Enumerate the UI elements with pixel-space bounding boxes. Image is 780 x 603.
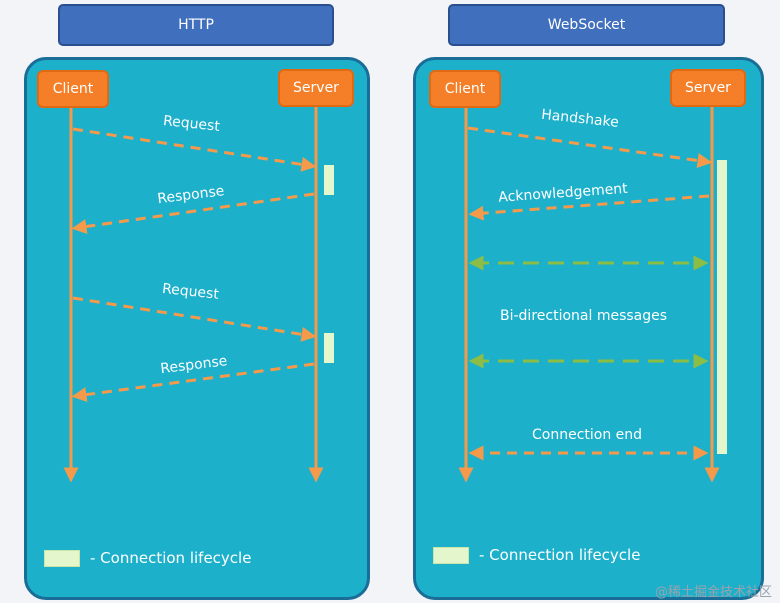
http-client-box: Client <box>37 70 109 108</box>
http-lifecycle-bar-1 <box>324 165 334 195</box>
ws-legend: - Connection lifecycle <box>433 546 640 564</box>
lifecycle-swatch <box>433 546 469 564</box>
ws-handshake-arrow <box>467 126 713 168</box>
ws-acknowledgement-arrow <box>468 194 710 221</box>
http-legend: - Connection lifecycle <box>44 549 251 567</box>
watermark: @稀土掘金技术社区 <box>654 585 772 600</box>
http-lifecycle-bar-2 <box>324 333 334 363</box>
ws-handshake-label: Handshake <box>540 107 619 131</box>
http-legend-text: - Connection lifecycle <box>90 549 252 567</box>
ws-bidirectional-label: Bi-directional messages <box>500 308 667 324</box>
http-request-arrow-2 <box>72 296 317 342</box>
ws-legend-text: - Connection lifecycle <box>479 546 641 564</box>
websocket-title: WebSocket <box>448 4 725 46</box>
http-response-arrow-2 <box>71 362 315 403</box>
lifecycle-swatch <box>44 549 80 567</box>
http-server-box: Server <box>278 69 354 107</box>
http-response-arrow-1 <box>71 192 315 234</box>
http-request-label-2: Request <box>161 281 220 303</box>
http-request-arrow-1 <box>72 127 317 172</box>
ws-server-box: Server <box>670 69 746 107</box>
websocket-panel <box>413 57 764 600</box>
ws-acknowledgement-label: Acknowledgement <box>498 181 629 206</box>
ws-lifecycle-bar <box>717 160 727 454</box>
http-title: HTTP <box>58 4 334 46</box>
http-response-label-1: Response <box>157 183 226 207</box>
http-request-label-1: Request <box>162 113 221 135</box>
http-response-label-2: Response <box>160 353 229 377</box>
ws-client-box: Client <box>429 70 501 108</box>
ws-connection-end-label: Connection end <box>532 427 642 443</box>
